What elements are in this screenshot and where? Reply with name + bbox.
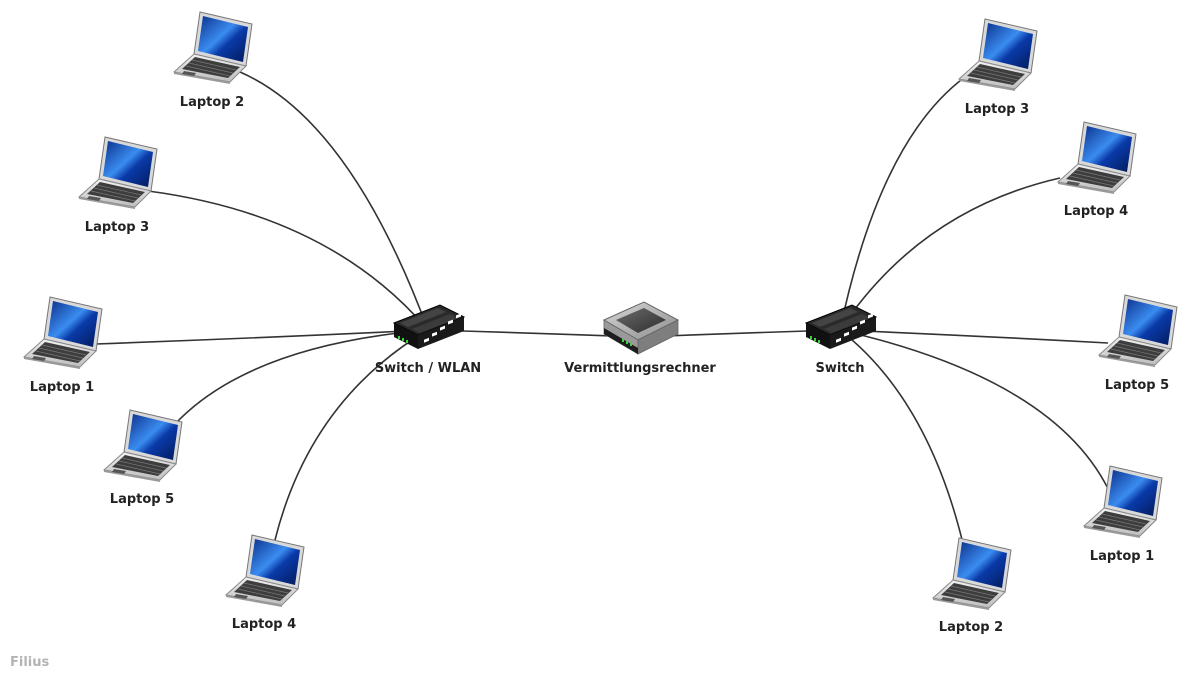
laptop-icon[interactable] [1098,294,1178,367]
laptop-icon[interactable] [1057,121,1137,194]
node-label-laptop-l1: Laptop 1 [29,380,95,395]
laptop-icon[interactable] [173,11,253,84]
node-label-laptop-l4: Laptop 4 [231,617,297,632]
cable-switch-wlan-laptop-l3 [147,190,429,331]
switch-icon[interactable] [805,304,877,350]
laptop-icon[interactable] [103,409,183,482]
node-label-laptop-r5: Laptop 5 [1104,378,1170,393]
laptop-icon[interactable] [23,296,103,369]
cable-switch-right-laptop-r1 [839,329,1113,498]
cable-switch-wlan-laptop-l5 [174,329,429,425]
cables [95,71,1113,553]
cable-switch-wlan-laptop-l4 [274,329,429,541]
switch-icon[interactable] [393,304,465,350]
node-label-laptop-r3: Laptop 3 [964,102,1030,117]
laptop-icon[interactable] [932,537,1012,610]
brand-label: Filius [10,655,50,670]
cable-switch-right-laptop-r3 [839,76,966,331]
laptop-icon[interactable] [78,136,158,209]
node-label-laptop-r1: Laptop 1 [1089,549,1155,564]
node-label-laptop-r4: Laptop 4 [1063,204,1129,219]
node-label-switch-wlan: Switch / WLAN [374,361,482,376]
node-label-laptop-l3: Laptop 3 [84,220,150,235]
laptop-icon[interactable] [958,18,1038,91]
cable-switch-right-laptop-r2 [839,329,966,553]
cable-switch-wlan-laptop-l1 [95,329,429,345]
cable-switch-wlan-laptop-l2 [239,71,429,331]
node-label-laptop-l2: Laptop 2 [179,95,245,110]
node-label-laptop-r2: Laptop 2 [938,620,1004,635]
cable-switch-right-laptop-r5 [839,329,1109,344]
router-icon[interactable] [603,301,679,355]
cable-switch-right-laptop-r4 [839,177,1061,331]
laptop-icon[interactable] [225,534,305,607]
node-label-switch-right: Switch [815,361,865,376]
laptop-icon[interactable] [1083,465,1163,538]
node-label-router: Vermittlungsrechner [564,361,716,376]
node-label-laptop-l5: Laptop 5 [109,492,175,507]
